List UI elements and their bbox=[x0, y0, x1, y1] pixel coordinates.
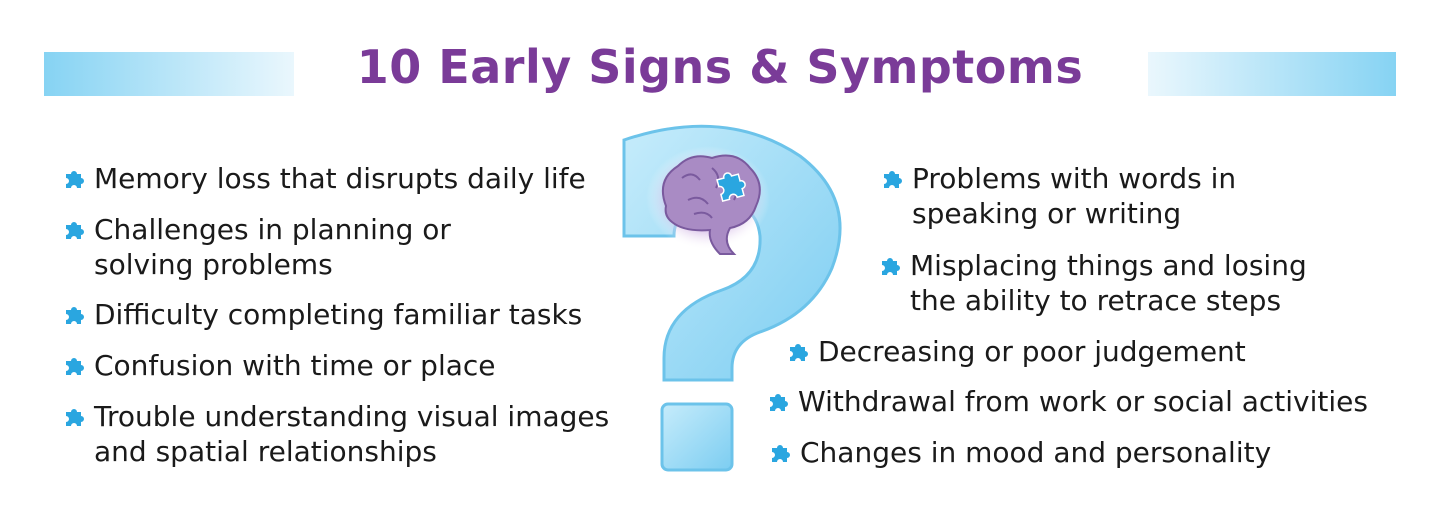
right-sign-item: Decreasing or poor judgement bbox=[786, 334, 1246, 369]
sign-text-line: speaking or writing bbox=[912, 197, 1182, 230]
sign-text-line: Difficulty completing familiar tasks bbox=[94, 298, 583, 331]
puzzle-piece-icon bbox=[62, 218, 86, 242]
header-accent-band-left bbox=[44, 52, 294, 96]
puzzle-piece-icon bbox=[62, 303, 86, 327]
sign-text-line: Trouble understanding visual images bbox=[94, 400, 610, 433]
sign-text: Withdrawal from work or social activitie… bbox=[798, 384, 1368, 419]
question-mark-brain-icon bbox=[622, 124, 842, 472]
sign-text-line: solving problems bbox=[94, 248, 333, 281]
right-sign-item: Withdrawal from work or social activitie… bbox=[766, 384, 1368, 419]
puzzle-piece-icon bbox=[62, 354, 86, 378]
left-sign-item: Memory loss that disrupts daily life bbox=[62, 161, 586, 196]
sign-text: Memory loss that disrupts daily life bbox=[94, 161, 586, 196]
left-sign-item: Difficulty completing familiar tasks bbox=[62, 297, 582, 332]
sign-text-line: Challenges in planning or bbox=[94, 213, 451, 246]
puzzle-piece-icon bbox=[786, 340, 810, 364]
sign-text-line: Changes in mood and personality bbox=[800, 436, 1272, 469]
puzzle-piece-icon bbox=[62, 405, 86, 429]
sign-text-line: Misplacing things and losing bbox=[910, 249, 1307, 282]
puzzle-piece-icon bbox=[62, 167, 86, 191]
sign-text-line: and spatial relationships bbox=[94, 435, 437, 468]
puzzle-piece-icon bbox=[768, 441, 792, 465]
sign-text: Difficulty completing familiar tasks bbox=[94, 297, 582, 332]
sign-text-line: Confusion with time or place bbox=[94, 349, 496, 382]
sign-text-line: the ability to retrace steps bbox=[910, 284, 1282, 317]
puzzle-piece-icon bbox=[880, 167, 904, 191]
puzzle-piece-icon bbox=[878, 254, 902, 278]
sign-text-line: Problems with words in bbox=[912, 162, 1237, 195]
sign-text: Decreasing or poor judgement bbox=[818, 334, 1246, 369]
left-sign-item: Confusion with time or place bbox=[62, 348, 496, 383]
page-title: 10 Early Signs & Symptoms bbox=[356, 40, 1084, 94]
sign-text: Changes in mood and personality bbox=[800, 435, 1271, 470]
sign-text-line: Withdrawal from work or social activitie… bbox=[798, 385, 1368, 418]
right-sign-item: Changes in mood and personality bbox=[768, 435, 1271, 470]
puzzle-piece-icon bbox=[766, 390, 790, 414]
header-accent-band-right bbox=[1148, 52, 1396, 96]
sign-text-line: Decreasing or poor judgement bbox=[818, 335, 1246, 368]
sign-text-line: Memory loss that disrupts daily life bbox=[94, 162, 586, 195]
sign-text: Confusion with time or place bbox=[94, 348, 496, 383]
